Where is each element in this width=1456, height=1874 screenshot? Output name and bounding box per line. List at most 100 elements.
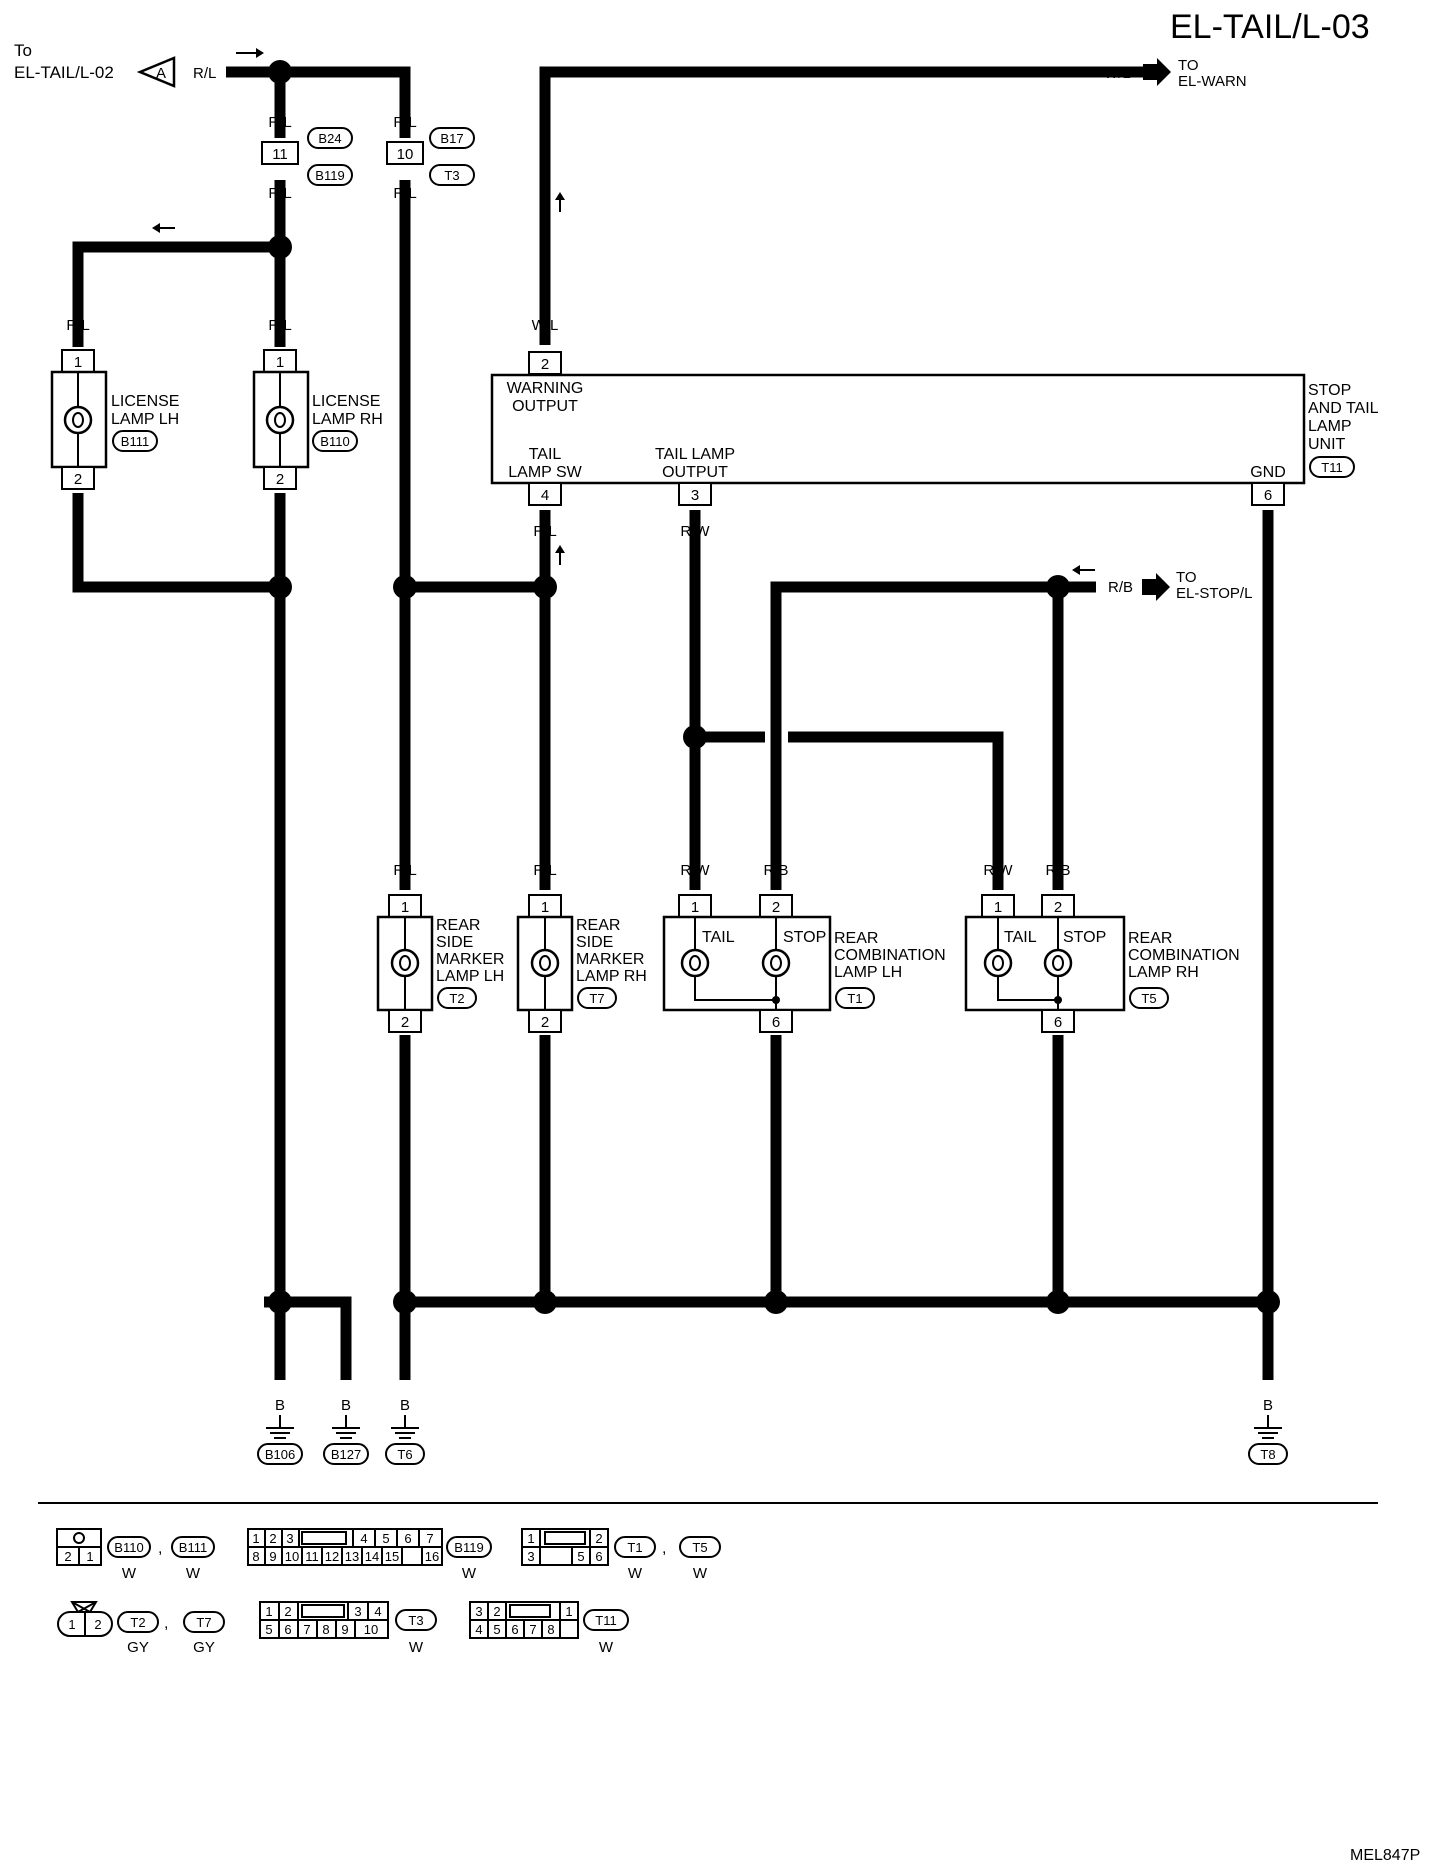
svg-text:2: 2 [94,1617,101,1632]
svg-text:LICENSE: LICENSE [312,393,380,410]
svg-text:B111: B111 [121,434,149,449]
svg-text:UNIT: UNIT [1308,436,1346,453]
svg-text:9: 9 [269,1549,276,1564]
svg-text:W/L: W/L [532,317,559,334]
current-arrowhead-top [256,48,264,58]
svg-text:OUTPUT: OUTPUT [662,464,728,481]
rear-side-marker-lamp-lh: R/L 1 2 B REAR SIDE MARKER LAMP LH T2 [376,862,504,1067]
svg-text:R/L: R/L [393,114,416,131]
svg-text:2: 2 [595,1531,602,1546]
svg-text:GY: GY [193,1639,215,1656]
svg-text:T7: T7 [196,1615,211,1630]
to-stop-target: EL-STOP/L [1176,585,1252,602]
svg-text:3: 3 [354,1604,361,1619]
svg-text:1: 1 [541,899,549,916]
svg-text:2: 2 [541,1014,549,1031]
svg-text:W: W [186,1565,201,1582]
wire-label-rl-top: R/L [193,65,216,82]
legend-connector-t11: 3 2 1 4 5 6 7 8 T11 W [469,1601,629,1656]
svg-text:B110: B110 [320,434,349,449]
current-flow-arrows [152,192,1095,575]
svg-text:6: 6 [284,1622,291,1637]
svg-text:3: 3 [691,487,699,504]
inline-connector-b17-t3: R/L 10 B17 T3 R/L [386,114,475,202]
svg-text:5: 5 [577,1549,584,1564]
svg-text:STOP: STOP [1308,382,1351,399]
svg-text:,: , [662,1540,666,1557]
wire-rw-to-rh-b [788,731,1004,890]
page-title: EL-TAIL/L-03 [1170,8,1370,46]
svg-text:4: 4 [475,1622,482,1637]
svg-text:2: 2 [541,356,549,373]
svg-text:,: , [164,1615,168,1632]
svg-text:1: 1 [276,354,284,371]
svg-text:B119: B119 [454,1540,483,1555]
license-lamp-rh: R/L 1 2 B LICENSE LAMP RH B110 [252,317,383,524]
legend-connector-t2-t7: 1 2 T2 , T7 GY GY [57,1601,225,1656]
svg-text:TAIL: TAIL [1004,929,1037,946]
svg-text:B106: B106 [265,1447,295,1462]
svg-text:R/L: R/L [393,185,416,202]
wire-rb-lh [770,581,1058,890]
svg-text:T1: T1 [847,991,862,1006]
svg-text:T3: T3 [408,1613,423,1628]
svg-text:STOP: STOP [1063,929,1106,946]
figure-code: MEL847P [1350,1847,1420,1864]
svg-text:TAIL: TAIL [529,446,562,463]
license-lamp-lh: R/L 1 2 B LICENSE LAMP LH B111 [50,317,179,524]
ground-t6: B T6 [385,1397,425,1465]
svg-text:7: 7 [303,1622,310,1637]
svg-text:LAMP RH: LAMP RH [312,411,383,428]
stop-tail-lamp-unit: W/L 2 WARNING OUTPUT TAIL LAMP SW 4 R/L … [490,317,1379,540]
svg-text:B: B [400,1050,410,1067]
svg-text:2: 2 [1054,899,1062,916]
svg-text:8: 8 [322,1622,329,1637]
svg-text:1: 1 [691,899,699,916]
svg-text:GY: GY [127,1639,149,1656]
svg-text:LAMP LH: LAMP LH [111,411,179,428]
svg-text:6: 6 [595,1549,602,1564]
svg-text:1: 1 [527,1531,534,1546]
svg-text:2: 2 [284,1604,291,1619]
svg-text:2: 2 [493,1604,500,1619]
svg-text:B: B [1263,1397,1273,1414]
offpage-connector-a [136,56,176,88]
svg-text:R/L: R/L [533,862,556,879]
svg-text:T8: T8 [1260,1447,1275,1462]
rear-side-marker-lamp-rh: R/L 1 2 B REAR SIDE MARKER LAMP RH T7 [516,862,647,1067]
svg-text:B24: B24 [318,131,341,146]
svg-text:R/B: R/B [763,862,788,879]
svg-text:TAIL LAMP: TAIL LAMP [655,446,735,463]
svg-text:5: 5 [382,1531,389,1546]
svg-text:T2: T2 [449,991,464,1006]
svg-text:COMBINATION: COMBINATION [1128,947,1240,964]
svg-text:T3: T3 [444,168,459,183]
svg-text:1: 1 [68,1617,75,1632]
svg-text:10: 10 [285,1549,299,1564]
svg-text:LAMP: LAMP [1308,418,1352,435]
to-warn-label: TO [1178,57,1199,74]
svg-text:T5: T5 [692,1540,707,1555]
svg-text:R/W: R/W [680,862,710,879]
svg-text:T1: T1 [627,1540,642,1555]
wire-b-license-lh [72,493,280,593]
svg-text:W: W [462,1565,477,1582]
svg-text:R/L: R/L [268,114,291,131]
svg-text:11: 11 [272,146,288,163]
svg-text:2: 2 [401,1014,409,1031]
svg-text:REAR: REAR [576,917,620,934]
svg-text:1: 1 [86,1549,93,1564]
svg-text:W: W [628,1565,643,1582]
svg-text:2: 2 [64,1549,71,1564]
wire-b-b127 [280,1296,352,1380]
svg-text:3: 3 [286,1531,293,1546]
splice-points [268,60,1280,1314]
svg-text:B17: B17 [440,131,463,146]
svg-text:LAMP LH: LAMP LH [436,968,504,985]
svg-text:LAMP RH: LAMP RH [576,968,647,985]
svg-text:TAIL: TAIL [702,929,735,946]
svg-text:1: 1 [265,1604,272,1619]
arrow-to-warn [1143,58,1171,86]
svg-text:2: 2 [276,471,284,488]
